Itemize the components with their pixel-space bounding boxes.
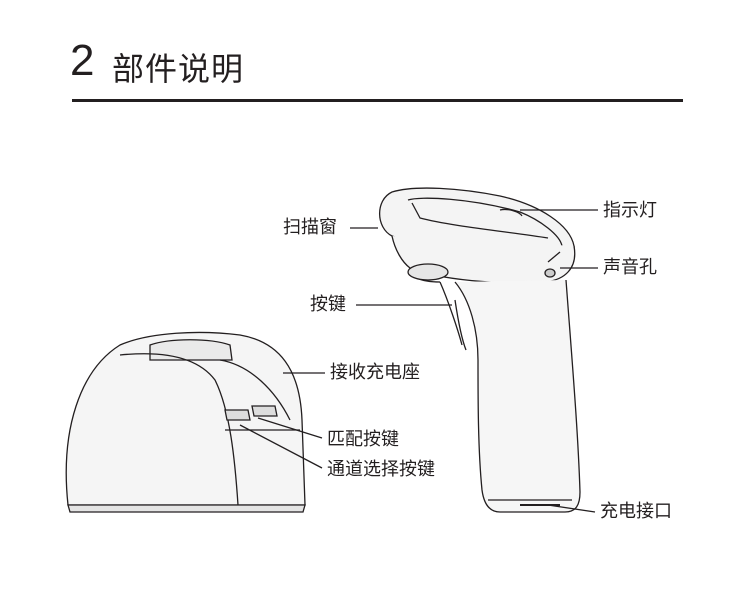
label-scan-window: 扫描窗 xyxy=(283,217,337,238)
section-title: 部件说明 xyxy=(112,50,245,88)
label-sound-hole: 声音孔 xyxy=(603,257,657,278)
section-number: 2 xyxy=(70,36,95,85)
label-indicator: 指示灯 xyxy=(603,200,657,221)
title-divider xyxy=(72,99,683,102)
label-charging-port: 充电接口 xyxy=(600,501,672,522)
leader-lines xyxy=(239,209,598,513)
scanner-illustration xyxy=(379,187,581,513)
label-button: 按键 xyxy=(310,294,346,315)
label-channel-button: 通道选择按键 xyxy=(327,459,435,480)
charging-base-illustration xyxy=(65,331,306,513)
label-charging-base: 接收充电座 xyxy=(330,362,420,383)
label-pair-button: 匹配按键 xyxy=(327,429,399,450)
